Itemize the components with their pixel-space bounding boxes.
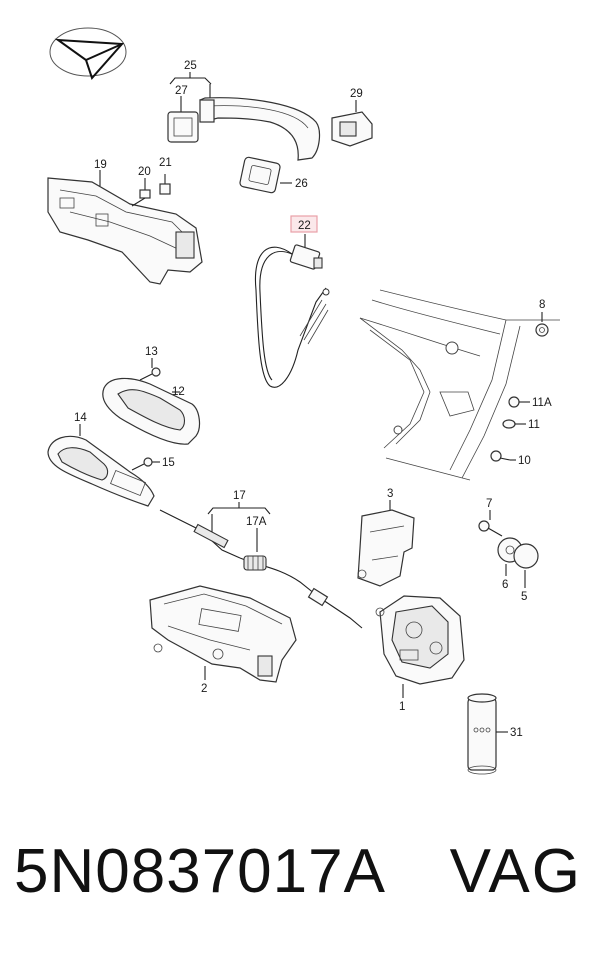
part-22-cable [254, 244, 330, 388]
brand-text: VAG [449, 837, 582, 906]
callout-15: 15 [162, 457, 175, 469]
door-frame [359, 289, 560, 481]
part-1-lock [375, 595, 465, 685]
callout-13: 13 [145, 346, 158, 358]
part-29-cap [331, 111, 373, 147]
callout-17A: 17A [246, 516, 267, 528]
part-25-handle [199, 97, 321, 161]
callout-2: 2 [201, 683, 207, 695]
callout-20: 20 [138, 166, 151, 178]
highlight-22 [290, 215, 318, 233]
callout-7: 7 [486, 498, 492, 510]
part-3-bracket [357, 509, 415, 587]
callout-12: 12 [172, 386, 185, 398]
callout-29: 29 [350, 88, 363, 100]
part-19-carrier [47, 177, 203, 285]
callout-25: 25 [184, 60, 197, 72]
callout-14: 14 [74, 412, 87, 424]
callout-10: 10 [518, 455, 531, 467]
parts-diagram: 25 27 29 26 19 20 21 22 8 13 12 11A 11 1… [47, 27, 560, 775]
callout-27: 27 [175, 85, 188, 97]
part-11A-nut [508, 396, 520, 408]
part-17-cable [159, 509, 363, 629]
callout-6: 6 [502, 579, 508, 591]
callout-19: 19 [94, 159, 107, 171]
callout-17: 17 [233, 490, 246, 502]
callout-22: 22 [298, 220, 311, 232]
part-20-screw [131, 189, 151, 207]
callout-21: 21 [159, 157, 172, 169]
part-10-screw [490, 450, 511, 462]
callout-8: 8 [539, 299, 545, 311]
callout-11A: 11A [532, 397, 552, 409]
part-21-bolt [159, 183, 171, 195]
callout-26: 26 [295, 178, 308, 190]
callout-31: 31 [510, 727, 523, 739]
part-7-screw [478, 520, 503, 537]
part-14-inner-handle [47, 435, 155, 507]
callout-3: 3 [387, 488, 393, 500]
part-26-gasket [239, 156, 281, 194]
logo-icon [49, 27, 127, 80]
part-11-washer [502, 419, 516, 429]
part-15-screw [131, 457, 153, 471]
part-2-carrier [149, 585, 297, 683]
part-13-screw [139, 367, 161, 381]
callout-5: 5 [521, 591, 527, 603]
part-number-text: 5N0837017A [14, 837, 386, 906]
part-8-nut [535, 323, 549, 337]
part-31-tube [467, 693, 497, 775]
callout-1: 1 [399, 701, 405, 713]
part-27-cover [167, 111, 199, 143]
part-12-bezel [102, 377, 201, 445]
part-5-plate [513, 543, 539, 569]
callout-11: 11 [528, 419, 540, 431]
